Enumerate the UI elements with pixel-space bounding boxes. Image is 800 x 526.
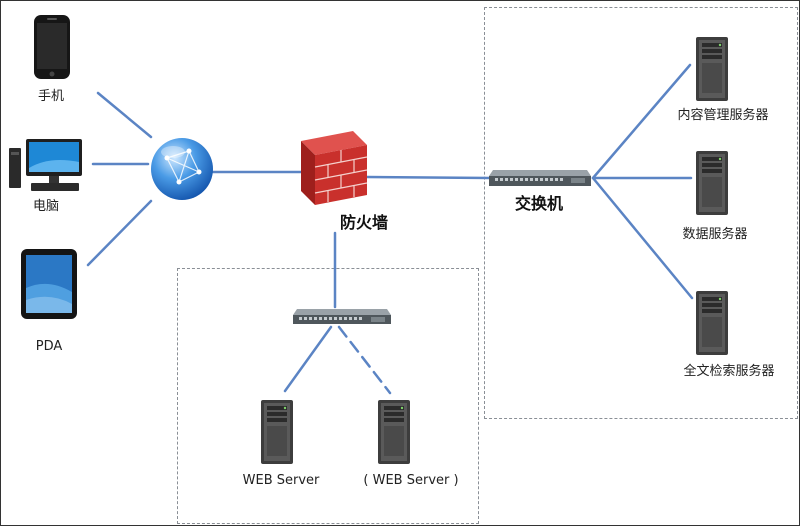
switch-icon <box>489 170 591 186</box>
switch-label: 交换机 <box>514 194 564 213</box>
sub-switch-icon <box>293 309 391 324</box>
tablet-icon <box>21 249 77 319</box>
cms-server-label: 内容管理服务器 <box>677 108 769 123</box>
link-pda-router <box>86 199 153 267</box>
web-server-backup-icon <box>378 400 410 464</box>
phone-icon <box>34 15 70 79</box>
search-server-icon <box>696 291 728 355</box>
link-switch-cms <box>591 63 692 180</box>
link-phone-router <box>96 91 153 139</box>
link-firewall-switch <box>365 175 493 180</box>
phone-label: 手机 <box>37 89 65 104</box>
firewall-icon <box>301 131 367 205</box>
web-server-group-box <box>177 268 479 524</box>
cms-server-icon <box>696 37 728 101</box>
server-group-box <box>484 7 798 419</box>
search-server-label: 全文检索服务器 <box>683 364 775 379</box>
firewall-label: 防火墙 <box>339 213 389 232</box>
web-server-label: WEB Server <box>242 473 320 488</box>
db-server-label: 数据服务器 <box>682 227 748 242</box>
link-subswitch-web <box>283 325 333 393</box>
pda-label: PDA <box>35 339 63 354</box>
link-subswitch-web-backup <box>337 325 392 395</box>
db-server-icon <box>696 151 728 215</box>
web-server-backup-label: ( WEB Server ) <box>363 473 459 488</box>
computer-icon <box>9 139 82 191</box>
web-server-icon <box>261 400 293 464</box>
link-switch-search <box>591 176 694 300</box>
computer-label: 电脑 <box>32 199 60 214</box>
router-globe-icon <box>151 138 213 200</box>
